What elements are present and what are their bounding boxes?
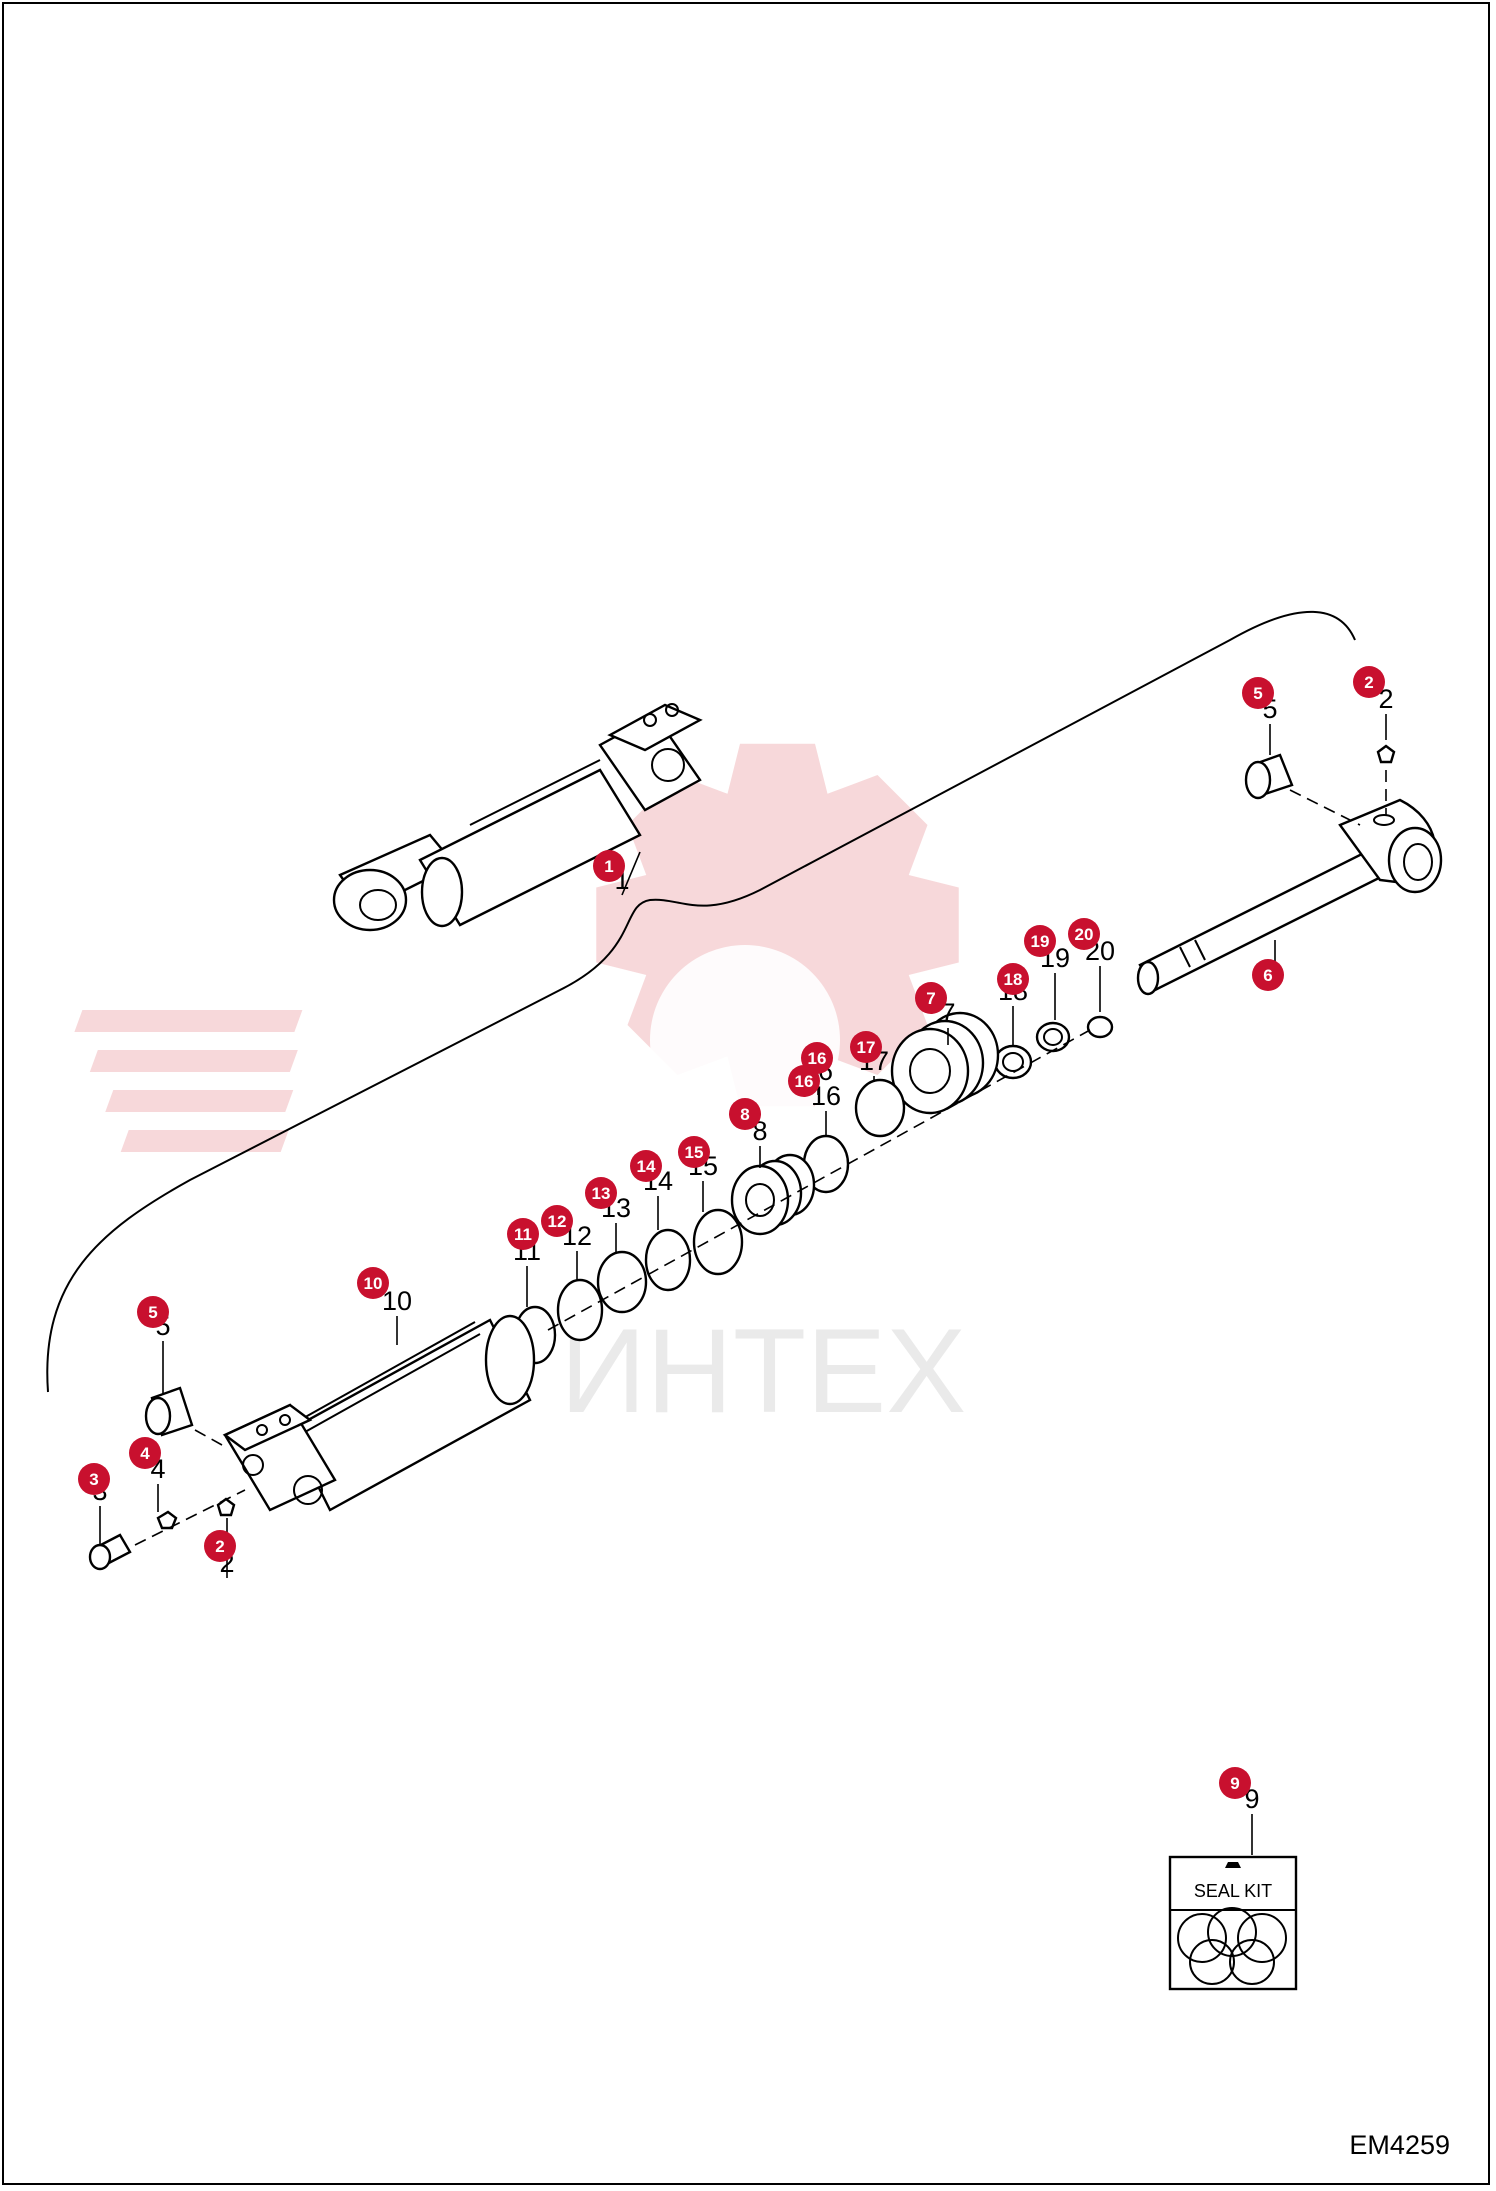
callout-badge-number: 8 [740,1105,749,1124]
callout-badge-number: 5 [1253,684,1262,703]
part-15-ring [692,1208,744,1276]
callout-badge [630,1150,662,1182]
rod-assembly [1136,798,1443,996]
callout-badge-number: 15 [685,1143,704,1162]
callout-badge [78,1463,110,1495]
part-20-ring [1086,1015,1114,1039]
part-17-ring [854,1078,906,1138]
exploded-seals [513,1011,1114,1365]
callout-c-8: 88 [729,1098,768,1168]
callout-c-1: 11 [593,850,641,896]
callout-badge [1353,666,1385,698]
part-14-ring [644,1228,692,1292]
callout-badge-number: 6 [1263,966,1272,985]
callout-badge [137,1296,169,1328]
part-18-ring [993,1044,1033,1080]
callout-badge [129,1437,161,1469]
callout-badge [1024,925,1056,957]
callout-badge [850,1031,882,1063]
seal-kit-hanger-icon [1225,1862,1241,1868]
seal-kit-box: SEAL KIT [1168,1855,1298,1991]
callout-c-9: 99 [1219,1767,1260,1855]
part-19-ring [1035,1021,1071,1053]
callout-badge [1252,959,1284,991]
callout-badge-number: 10 [364,1274,383,1293]
part-7-gland [890,1011,1000,1115]
callout-c-18: 1818 [997,963,1029,1045]
seal-kit-title: SEAL KIT [1194,1881,1272,1901]
callout-badge-number: 3 [89,1470,98,1489]
part-12-ring [556,1278,604,1342]
callout-badge-number: 19 [1031,932,1050,951]
assembled-cylinder [332,703,703,932]
callout-badge-number: 11 [514,1225,532,1244]
callout-badge-number: 18 [1004,970,1023,989]
callout-badge [997,963,1029,995]
callout-badge-number: 5 [148,1303,157,1322]
callout-badge-number: 16 [808,1049,827,1068]
callout-badge [204,1530,236,1562]
callout-label: 2 [1378,684,1393,714]
callout-layer: 1122556677181819192020171716161616881515… [78,666,1394,1855]
part-10-barrel [222,1314,536,1512]
callout-c-2a: 22 [1353,666,1394,740]
figure-code: EM4259 [1349,2130,1450,2160]
assembly-bracket-line [46,610,1356,1393]
callout-c-5a: 55 [1242,677,1278,755]
callout-badge-number: 17 [857,1038,876,1057]
callout-badge-number: 9 [1230,1774,1239,1793]
callout-badge [1219,1767,1251,1799]
upper-right-small-parts [1244,744,1396,826]
callout-c-3: 33 [78,1463,110,1545]
callout-c-6: 66 [1252,940,1284,991]
callout-badge-number: 2 [215,1537,224,1556]
callout-label: 10 [382,1286,412,1316]
callout-badge [915,982,947,1014]
callout-badge [788,1065,820,1097]
callout-badge-number: 2 [1364,673,1373,692]
callout-badge-number: 16 [795,1072,814,1091]
callout-c-4: 44 [129,1437,166,1512]
callout-badge-number: 14 [637,1157,656,1176]
callout-badge-number: 20 [1075,925,1094,944]
seal-kit-rings-icon [1177,1907,1287,1985]
callout-badge-number: 7 [926,989,935,1008]
callout-c-7: 77 [915,982,956,1045]
callout-c-5b: 55 [137,1296,171,1395]
callout-leader-line [621,851,641,896]
callout-badge [357,1267,389,1299]
callout-c-2b: 22 [204,1518,236,1578]
callout-badge [729,1098,761,1130]
callout-badge-number: 1 [604,857,613,876]
callout-badge-number: 12 [548,1212,567,1231]
callout-badge [678,1136,710,1168]
lower-left-small-parts [88,1386,246,1571]
callout-badge [585,1177,617,1209]
callout-badge [593,850,625,882]
watermark-stripes [74,1010,303,1152]
callout-badge [1242,677,1274,709]
callout-badge [541,1205,573,1237]
callout-badge-number: 13 [592,1184,611,1203]
part-13-ring [596,1250,648,1314]
callout-badge-number: 4 [140,1444,150,1463]
callout-badge [1068,918,1100,950]
part-8-piston [730,1153,816,1236]
callout-badge [507,1218,539,1250]
watermark-text: ИНТЕХ [560,1304,966,1438]
